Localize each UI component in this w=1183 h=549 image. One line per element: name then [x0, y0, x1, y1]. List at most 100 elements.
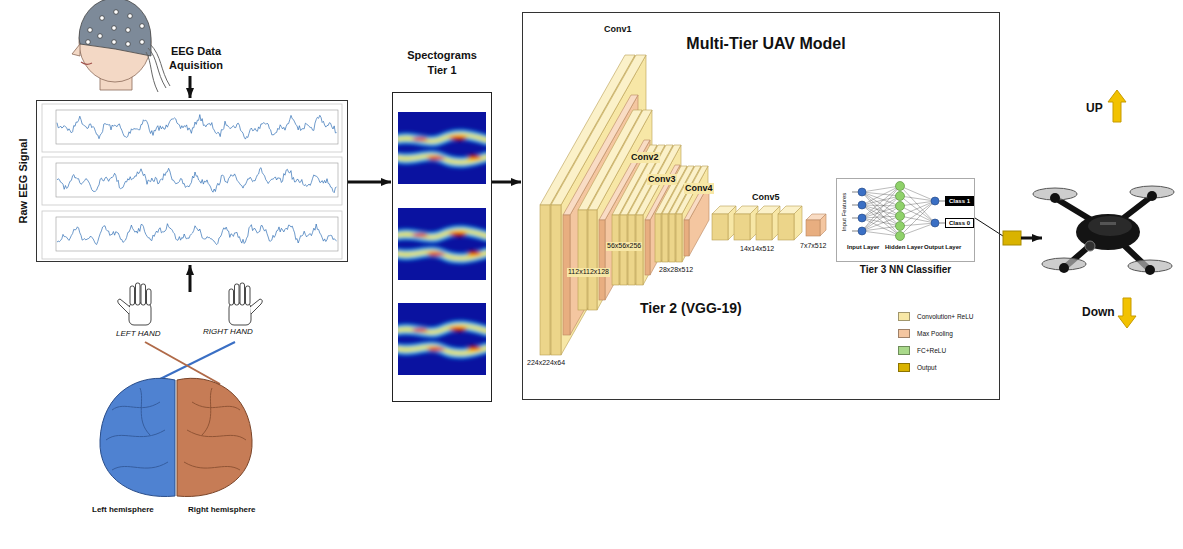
eeg-head: [72, 44, 80, 56]
diagram-label: Down: [1082, 305, 1115, 320]
legend-text: Output: [917, 364, 937, 371]
vgg-block: [662, 214, 668, 262]
neural-net: [862, 196, 900, 218]
neural-net: [900, 201, 935, 226]
neural-net: [862, 226, 900, 231]
eeg-plot: [57, 168, 337, 193]
crossing-line: [145, 342, 220, 384]
drone-drawing: [1085, 241, 1095, 251]
diagram-label: Right hemisphere: [188, 505, 256, 515]
neural-net: [858, 201, 866, 209]
signal-panel: Raw EEG Signal: [36, 100, 348, 262]
hand-drawing: [141, 284, 146, 305]
neural-net: [862, 205, 900, 226]
neural-net: [862, 216, 900, 218]
neural-net: [896, 202, 905, 211]
vgg-block: [540, 55, 826, 355]
diagram-label: 56x56x256: [606, 242, 642, 251]
model-panel: Multi-Tier UAV ModelTier 3 NN Classifier…: [522, 12, 1000, 400]
hand-drawing: [229, 289, 234, 305]
vgg-block: [734, 206, 758, 214]
drone-drawing: [1100, 222, 1116, 225]
brain-drawing: [184, 462, 240, 470]
vgg-block: [643, 145, 681, 285]
neural-net: [896, 222, 905, 231]
vgg-block: [778, 206, 802, 214]
neural-net: [862, 196, 900, 205]
neural-net: [858, 188, 866, 196]
eeg-head: [98, 34, 103, 39]
legend-swatch: [898, 363, 910, 372]
neural-net: [900, 186, 935, 223]
drone-drawing: [1147, 191, 1157, 201]
eeg-plot: [57, 224, 337, 245]
eeg-plot: [56, 163, 338, 197]
hand-drawing: [250, 299, 262, 314]
diagram-label: Conv4: [684, 183, 714, 194]
neural-net: [862, 192, 900, 236]
drone-drawing: [1088, 216, 1132, 236]
neural-net: [862, 196, 900, 231]
eeg-head: [140, 24, 145, 29]
drone-drawing: [1050, 191, 1157, 275]
neural-net: [862, 205, 900, 216]
vgg-block: [669, 214, 675, 262]
brain-drawing: [100, 378, 252, 496]
vgg-block: [563, 215, 570, 335]
eeg-head: [146, 52, 158, 92]
eeg-head: [86, 40, 91, 45]
up-arrow: [1108, 90, 1126, 122]
spectrogram-image: [394, 303, 490, 375]
neural-net: [852, 205, 858, 206]
neural-net: [900, 223, 935, 226]
vgg-block: [645, 220, 650, 275]
diagram-label: Tier 2 (VGG-19): [640, 300, 742, 318]
drone-drawing: [1059, 263, 1069, 273]
vgg-block: [778, 214, 794, 240]
neural-net: [852, 231, 858, 232]
down-arrow: [1118, 298, 1136, 328]
drone-drawing: [1076, 214, 1140, 250]
neural-net: [852, 182, 945, 241]
diagram-label: UP: [1086, 101, 1103, 116]
input-arrow: [189, 76, 192, 98]
brain-drawing: [140, 388, 150, 435]
legend-row: Max Pooling: [898, 325, 974, 342]
legend-swatch: [898, 329, 910, 338]
eeg-head: [72, 0, 170, 92]
spectrogram-image: [394, 112, 490, 184]
diagram-label: 14x14x512: [740, 245, 774, 254]
node-text: Multi-Tier UAV Model: [686, 35, 845, 53]
drone-drawing: [1145, 265, 1155, 275]
vgg-block: [712, 214, 728, 240]
hand-drawing: [118, 299, 130, 314]
legend-swatch: [898, 312, 910, 321]
diagram-label: LEFT HAND: [116, 329, 160, 339]
drone-drawing: [1050, 193, 1060, 203]
eeg-head: [114, 10, 119, 15]
vgg-block: [628, 215, 635, 285]
brain-drawing: [106, 430, 165, 440]
vgg-block: [620, 215, 627, 285]
class-box: Class 0: [945, 218, 974, 228]
neural-net: [862, 231, 900, 236]
neural-net: [900, 201, 935, 216]
output-arrow: [1021, 237, 1042, 240]
neural-net: [900, 186, 935, 201]
node-text: Class 0: [946, 219, 973, 227]
legend-text: Max Pooling: [917, 330, 953, 337]
vgg-block: [612, 215, 619, 285]
eeg-plot: [42, 104, 342, 152]
crossing-line: [150, 342, 235, 384]
diagram-label: RIGHT HAND: [203, 327, 253, 337]
eeg-plot: [42, 157, 342, 205]
input-arrow: [189, 265, 192, 292]
hand-drawing: [235, 284, 240, 305]
legend-row: Output: [898, 359, 974, 376]
flow-arrow: [348, 181, 391, 184]
vgg-block: [684, 184, 709, 220]
